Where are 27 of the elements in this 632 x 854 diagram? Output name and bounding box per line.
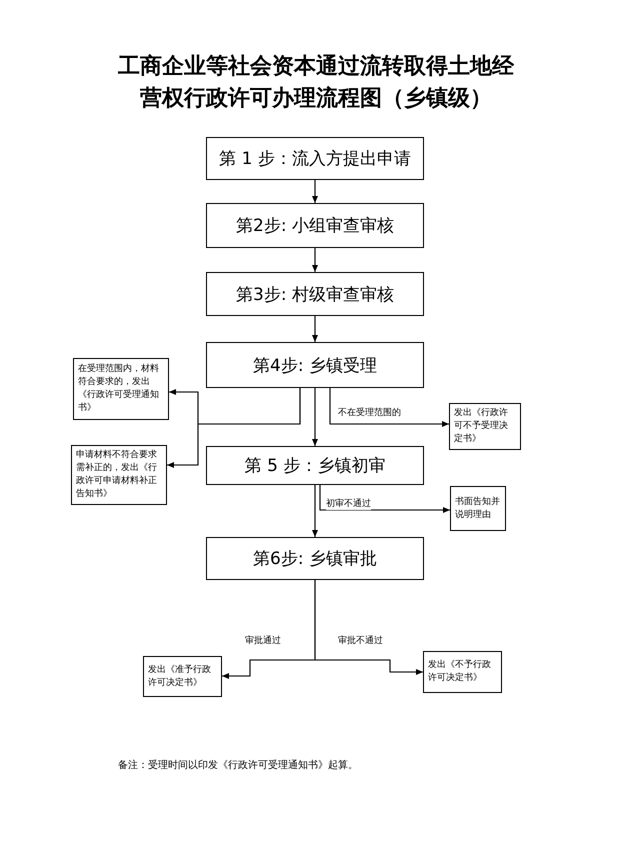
arrow	[312, 248, 318, 272]
result-box: 发出《准予行政许可决定书》	[143, 656, 222, 697]
edge-label: 不在受理范围的	[338, 406, 401, 419]
process-box: 第2步: 小组审查审核	[206, 203, 424, 248]
arrow	[312, 388, 318, 446]
result-box: 在受理范围内，材料符合要求的，发出《行政许可受理通知书》	[73, 358, 169, 420]
edge-label: 审批不通过	[338, 634, 383, 647]
process-box: 第 1 步：流入方提出申请	[206, 137, 424, 180]
arrow	[312, 180, 318, 203]
arrow	[314, 580, 423, 675]
note-text: 备注：受理时间以印发《行政许可受理通知书》起算。	[118, 758, 358, 772]
result-box: 书面告知并说明理由	[450, 486, 506, 531]
arrow	[329, 388, 449, 427]
edge-label: 审批通过	[245, 634, 281, 647]
arrow	[312, 485, 318, 537]
process-box: 第 5 步：乡镇初审	[206, 446, 424, 485]
edge-label: 初审不通过	[326, 497, 371, 510]
arrow	[319, 485, 450, 513]
title: 工商企业等社会资本通过流转取得土地经营权行政许可办理流程图（乡镇级）	[117, 52, 516, 113]
arrow	[167, 388, 301, 468]
arrow	[312, 316, 318, 342]
process-box: 第4步: 乡镇受理	[206, 342, 424, 388]
result-box: 发出《不予行政许可决定书》	[423, 651, 502, 693]
result-box: 申请材料不符合要求需补正的，发出《行政许可申请材料补正告知书》	[71, 445, 167, 505]
process-box: 第6步: 乡镇审批	[206, 537, 424, 580]
result-box: 发出《行政许可不予受理决定书》	[449, 403, 521, 450]
process-box: 第3步: 村级审查审核	[206, 272, 424, 316]
